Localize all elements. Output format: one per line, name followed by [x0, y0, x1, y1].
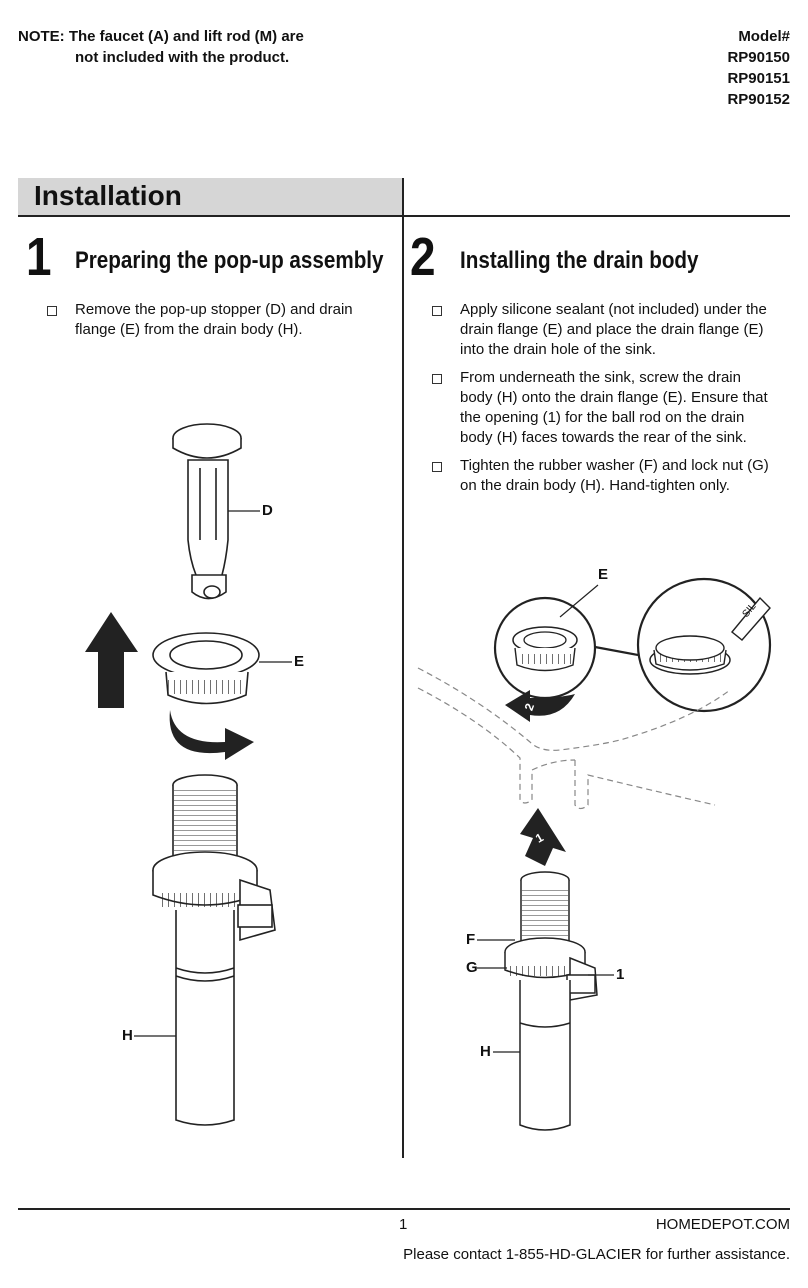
model-block: Model# RP90150 RP90151 RP90152	[727, 26, 790, 110]
bullet-item: Tighten the rubber washer (F) and lock n…	[432, 456, 772, 496]
arrow-up-icon	[85, 612, 138, 708]
arrow-up-icon	[520, 808, 566, 866]
note-line-1: NOTE: The faucet (A) and lift rod (M) ar…	[18, 28, 304, 45]
step-2-number: 2	[410, 227, 436, 287]
bullet-item: Apply silicone sealant (not included) un…	[432, 300, 772, 360]
step-1-title: Preparing the pop-up assembly	[75, 247, 384, 274]
callout-label: D	[262, 502, 273, 519]
bullet-text: From underneath the sink, screw the drai…	[460, 369, 768, 446]
stopper-d-illustration	[172, 423, 242, 600]
callout-label: H	[122, 1027, 133, 1044]
step-1-number: 1	[26, 227, 52, 287]
step-2-title: Installing the drain body	[460, 247, 699, 274]
column-divider	[402, 178, 404, 1158]
callout-label: H	[480, 1043, 491, 1060]
drain-body-h-illustration	[152, 774, 276, 1126]
model-number: RP90152	[727, 91, 790, 108]
contact-line: Please contact 1-855-HD-GLACIER for furt…	[403, 1246, 790, 1263]
callout-label: E	[294, 653, 305, 670]
model-number: RP90151	[727, 70, 790, 87]
note: NOTE: The faucet (A) and lift rod (M) ar…	[18, 26, 304, 68]
drain-flange-e-illustration	[152, 632, 260, 705]
callout-label: 1	[616, 966, 625, 983]
flange-closeup-illustration	[493, 596, 597, 700]
step-2-bullets: Apply silicone sealant (not included) un…	[432, 300, 772, 504]
rotate-arrow-icon	[169, 710, 254, 760]
note-line-2: not included with the product.	[75, 49, 290, 66]
callout-label: G	[466, 959, 478, 976]
rotate-arrow-icon	[505, 690, 575, 722]
bullet-box-icon	[432, 306, 442, 316]
bullet-text: Apply silicone sealant (not included) un…	[460, 301, 767, 358]
model-number: RP90150	[727, 49, 790, 66]
bullet-text: Tighten the rubber washer (F) and lock n…	[460, 457, 769, 494]
sink-outline-illustration	[417, 667, 731, 810]
bullet-item: Remove the pop-up stopper (D) and drain …	[47, 300, 377, 340]
bullet-box-icon	[432, 374, 442, 384]
section-rule	[18, 215, 790, 217]
section-title-bar	[18, 178, 402, 216]
model-label: Model#	[738, 28, 790, 45]
drain-body-h-illustration	[504, 871, 598, 1131]
callout-label: F	[466, 931, 476, 948]
page-number: 1	[399, 1216, 408, 1233]
step-1-bullets: Remove the pop-up stopper (D) and drain …	[47, 300, 377, 348]
bullet-item: From underneath the sink, screw the drai…	[432, 368, 772, 448]
footer-rule	[18, 1208, 790, 1210]
sealant-closeup-illustration	[636, 577, 772, 713]
site-link: HOMEDEPOT.COM	[655, 1216, 790, 1233]
section-title: Installation	[34, 180, 182, 211]
bullet-text: Remove the pop-up stopper (D) and drain …	[75, 301, 353, 338]
callout-label: E	[598, 566, 609, 583]
bullet-box-icon	[47, 306, 57, 316]
bullet-box-icon	[432, 462, 442, 472]
